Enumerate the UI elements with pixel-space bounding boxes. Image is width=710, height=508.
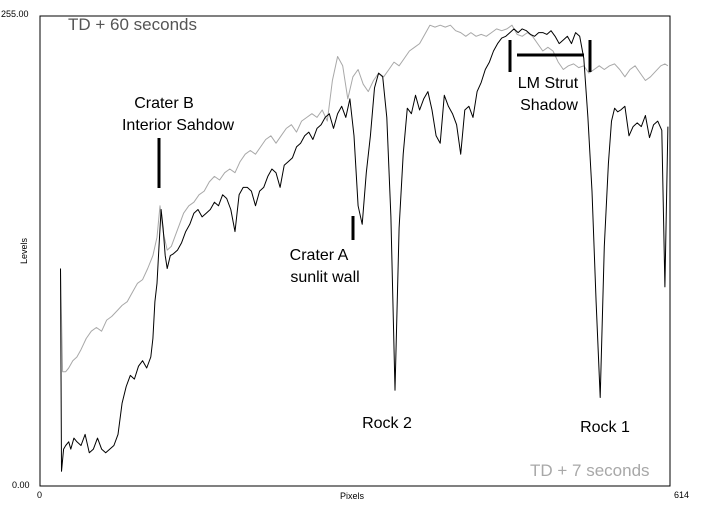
- x-axis-title: Pixels: [340, 491, 365, 501]
- annotation-crater-b-line1: Crater B: [134, 95, 194, 112]
- series-label-td60: TD + 60 seconds: [68, 15, 197, 34]
- annotation-crater-a-line2: sunlit wall: [290, 269, 359, 286]
- series-label-td7: TD + 7 seconds: [530, 461, 650, 480]
- annotation-crater-a-line1: Crater A: [290, 247, 349, 264]
- x-tick-label-min: 0: [37, 490, 42, 500]
- x-tick-label-max: 614: [674, 490, 689, 500]
- annotation-crater-b-line2: Interior Sahdow: [122, 117, 235, 134]
- y-tick-label-min: 0.00: [12, 480, 30, 490]
- plot-frame: [39, 15, 671, 487]
- series-layer: [60, 24, 669, 472]
- series-line-1: [60, 28, 669, 472]
- annotation-rock-1: Rock 1: [580, 419, 630, 436]
- annotation-rock-2: Rock 2: [362, 415, 412, 432]
- annotation-lm-strut-line1: LM Strut: [518, 75, 579, 92]
- y-axis-title: Levels: [19, 237, 29, 264]
- y-tick-label-max: 255.00: [1, 9, 29, 19]
- series-line-0: [60, 24, 669, 373]
- annotation-lm-strut-line2: Shadow: [520, 97, 578, 114]
